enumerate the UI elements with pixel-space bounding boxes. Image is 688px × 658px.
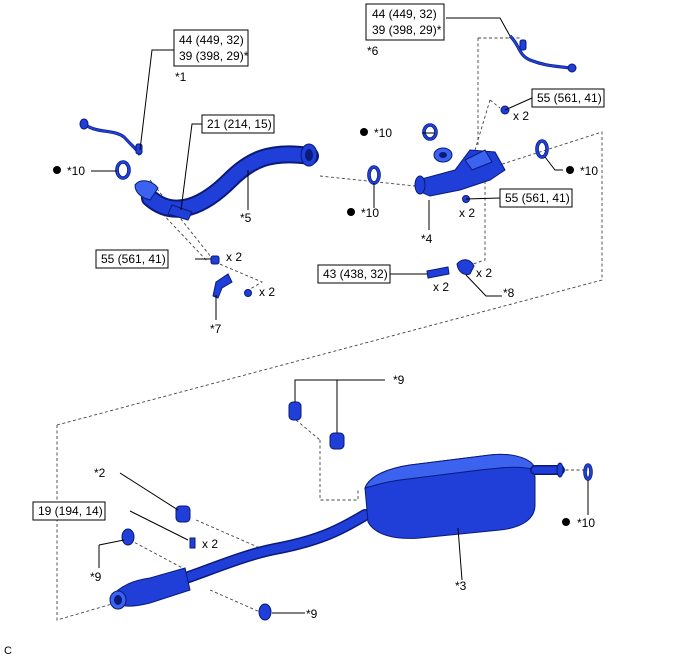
callout-43-qty: x 2 [433, 280, 449, 294]
rubber-hangers [121, 401, 345, 621]
gasket-ref-mid-low-text: *10 [361, 206, 379, 220]
callout-55-middle: 55 (561, 41) x 2 [459, 188, 573, 220]
callout-19: 19 (194, 14) x 2 [32, 501, 218, 551]
callout-6: 44 (449, 32) 39 (398, 29)* *6 [365, 3, 445, 58]
callout-43: 43 (438, 32) x 2 [317, 264, 449, 294]
callout-55-left-qty: x 2 [226, 250, 242, 264]
oxygen-sensor-6 [508, 34, 577, 73]
gasket-ref-mid-top: *10 [360, 126, 392, 140]
part-ref-2: *2 [94, 466, 106, 480]
callout-55-middle-qty: x 2 [459, 206, 475, 220]
callout-55-middle-text: 55 (561, 41) [505, 191, 570, 205]
center-exhaust-pipe [109, 509, 371, 610]
part-ref-9-bottom: *9 [306, 607, 318, 621]
part-ref-4: *4 [421, 232, 433, 246]
callout-19-qty: x 2 [202, 537, 218, 551]
fasteners [189, 105, 510, 549]
part-8-qty: x 2 [476, 266, 492, 280]
callout-6-line-1: 44 (449, 32) [372, 7, 437, 21]
part-ref-9-left: *9 [90, 570, 102, 584]
callout-55-upper-text: 55 (561, 41) [537, 91, 602, 105]
callout-1: 44 (449, 32) 39 (398, 29)* *1 [173, 29, 249, 84]
part-ref-3: *3 [455, 579, 467, 593]
callout-6-line-2: 39 (398, 29)* [372, 23, 442, 37]
exhaust-muffler [364, 453, 565, 539]
callout-55-upper-qty: x 2 [513, 109, 529, 123]
part-ref-1: *1 [175, 70, 187, 84]
gasket-ref-bottom: *10 [562, 516, 595, 530]
front-exhaust-pipe [134, 143, 319, 221]
callout-21: 21 (214, 15) [201, 114, 275, 134]
part-ref-5: *5 [240, 211, 252, 225]
exhaust-manifold-pipe [414, 147, 506, 197]
gasket-ref-left: *10 [53, 164, 85, 178]
leader-lines [91, 17, 589, 614]
callout-55-left: 55 (561, 41) x 2 [95, 249, 242, 269]
callout-21-text: 21 (214, 15) [207, 117, 272, 131]
part-ref-7: *7 [210, 322, 222, 336]
gasket-ref-left-text: *10 [67, 164, 85, 178]
callout-1-line-2: 39 (398, 29)* [179, 49, 249, 63]
gasket-ref-right: *10 [566, 164, 598, 178]
part-7-qty: x 2 [259, 285, 275, 299]
callout-55-left-text: 55 (561, 41) [101, 252, 166, 266]
gasket-ref-bottom-text: *10 [577, 516, 595, 530]
part-ref-9-top: *9 [393, 373, 405, 387]
part-ref-8: *8 [503, 286, 515, 300]
callout-43-text: 43 (438, 32) [323, 267, 388, 281]
gasket-ref-mid-top-text: *10 [374, 126, 392, 140]
gasket-ref-mid-low: *10 [347, 206, 379, 220]
callout-19-text: 19 (194, 14) [38, 504, 103, 518]
callout-55-upper: 55 (561, 41) x 2 [513, 88, 605, 123]
oxygen-sensor-1 [79, 118, 143, 156]
gasket-ref-right-text: *10 [580, 164, 598, 178]
callout-1-line-1: 44 (449, 32) [179, 33, 244, 47]
part-ref-6: *6 [367, 44, 379, 58]
illustration-code: C [4, 645, 12, 657]
